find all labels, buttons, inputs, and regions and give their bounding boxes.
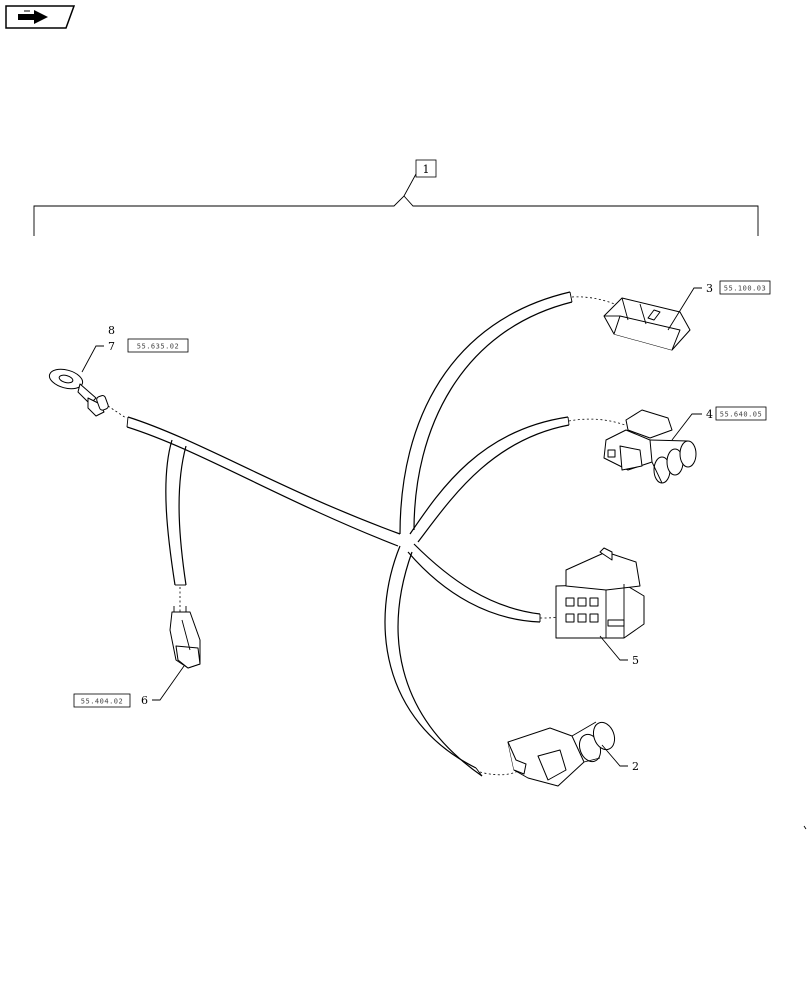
assembly-bracket: 1 (33, 159, 759, 236)
svg-text:55.100.03: 55.100.03 (724, 285, 766, 293)
ref-box-4[interactable]: 55.640.05 (715, 406, 767, 421)
callout-8: 8 (108, 324, 115, 337)
harness-wires (126, 291, 573, 777)
connector-6 (169, 606, 201, 669)
callout-leaders (81, 287, 702, 767)
callout-4: 4 (706, 408, 713, 421)
callout-5: 5 (632, 654, 639, 667)
svg-text:55.640.05: 55.640.05 (720, 411, 762, 419)
ring-terminal (48, 368, 109, 417)
callout-3: 3 (706, 282, 713, 295)
svg-text:55.404.02: 55.404.02 (81, 698, 123, 706)
connector-3 (603, 297, 691, 351)
callout-7: 7 (108, 340, 115, 353)
connector-5 (555, 547, 645, 639)
dashed-connections (107, 296, 626, 776)
assembly-label: 1 (423, 163, 430, 176)
callout-2: 2 (632, 760, 639, 773)
next-page-arrow-icon[interactable] (4, 4, 76, 30)
ref-box-6[interactable]: 55.404.02 (73, 693, 131, 708)
callout-6: 6 (141, 694, 148, 707)
connector-4 (603, 409, 697, 484)
ref-box-7[interactable]: 55.635.02 (127, 338, 189, 353)
connector-2 (507, 721, 616, 787)
corner-mark (803, 825, 807, 830)
ref-box-3[interactable]: 55.100.03 (719, 280, 771, 295)
svg-text:55.635.02: 55.635.02 (137, 343, 179, 351)
